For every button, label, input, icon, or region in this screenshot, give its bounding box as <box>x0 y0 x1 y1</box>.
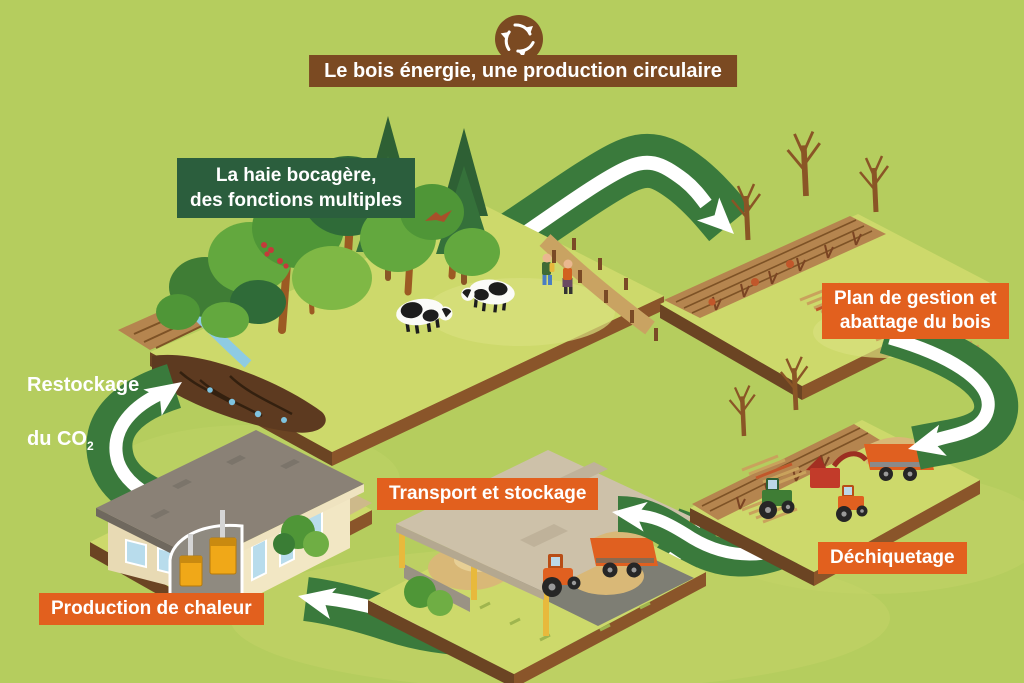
walking-path <box>539 234 655 335</box>
bare-tree <box>779 356 809 411</box>
bare-tree <box>859 155 890 213</box>
cow <box>461 279 515 313</box>
scene-heat-production <box>90 430 372 616</box>
bare-tree <box>786 131 821 197</box>
green-tractor <box>759 478 795 519</box>
step-label-hedge: La haie bocagère, des fonctions multiple… <box>177 158 416 218</box>
bare-tree <box>731 183 762 241</box>
co2-subscript: 2 <box>87 439 94 453</box>
orange-tractor <box>836 485 868 522</box>
co2-line1: Restockage <box>27 374 140 396</box>
tractor <box>542 554 581 597</box>
diagram-title: Le bois énergie, une production circulai… <box>309 55 737 87</box>
berries <box>261 242 289 269</box>
bare-tree <box>728 385 756 437</box>
step-label-heat: Production de chaleur <box>39 593 264 625</box>
chip-trailer <box>864 437 934 481</box>
step-label-chipping: Déchiquetage <box>818 542 967 574</box>
bush <box>404 576 453 616</box>
flow-arrow-hedge-to-management <box>447 133 751 295</box>
step-label-transport: Transport et stockage <box>377 478 599 510</box>
fence-posts <box>552 238 658 341</box>
walker <box>562 259 573 294</box>
step-label-co2-restocking: Restockage du CO2 <box>27 345 139 460</box>
storage-wall <box>404 564 470 612</box>
co2-line2: du CO <box>27 428 87 450</box>
soil-roots-cutaway <box>152 354 326 433</box>
boiler-room-cutaway <box>168 510 244 605</box>
step-label-management: Plan de gestion et abattage du bois <box>822 283 1009 339</box>
recycle-cycle-icon <box>495 15 543 63</box>
cow <box>396 298 453 334</box>
walker <box>542 253 555 285</box>
bird-icon <box>425 210 452 222</box>
flow-arrow-management-to-chipping <box>879 310 1019 470</box>
bush <box>273 515 329 557</box>
